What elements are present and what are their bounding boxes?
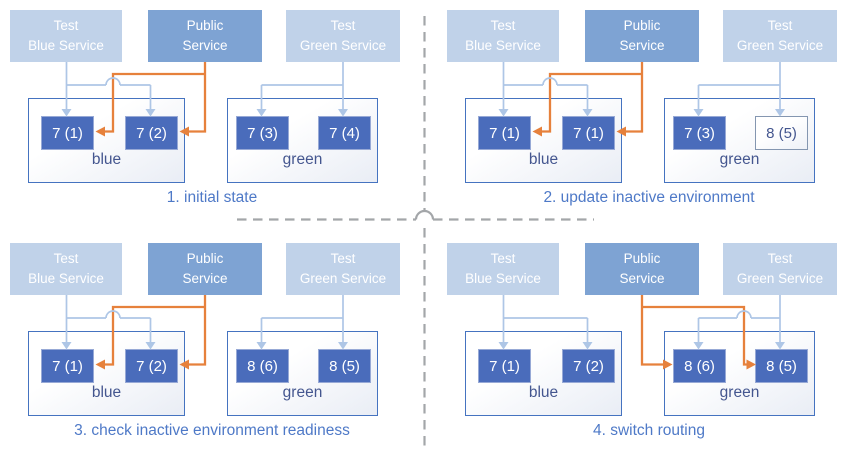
test-blue-service-box: Test Blue Service [447, 243, 559, 295]
test-green-service-box: Test Green Service [723, 10, 837, 62]
pod-label: 8 (5) [766, 357, 797, 375]
environment-name: blue [91, 151, 122, 168]
public-service-box: Public Service [585, 10, 699, 62]
test-blue-service-box: Test Blue Service [10, 10, 122, 62]
service-label: Test Blue Service [465, 17, 541, 53]
service-label: Test Blue Service [28, 17, 104, 53]
panel-caption: 2. update inactive environment [543, 189, 755, 206]
pod-label: 8 (5) [766, 124, 797, 142]
environment-name: blue [528, 151, 559, 168]
pod-green-1: 7 (3) [673, 116, 726, 150]
pod-green-1: 8 (6) [236, 349, 289, 383]
test-green-service-box: Test Green Service [723, 243, 837, 295]
test-green-service-box: Test Green Service [286, 10, 400, 62]
pod-blue-1: 7 (1) [41, 349, 94, 383]
service-label: Test Green Service [299, 17, 387, 53]
blue-environment-box: 7 (1) 7 (2) blue [28, 98, 185, 183]
green-environment-box: 8 (6) 8 (5) green [227, 331, 378, 416]
test-green-service-box: Test Green Service [286, 243, 400, 295]
public-service-box: Public Service [148, 10, 262, 62]
pod-label: 7 (4) [329, 124, 360, 142]
environment-name: green [719, 151, 760, 168]
pod-blue-2: 7 (2) [125, 116, 178, 150]
pod-green-2: 8 (5) [318, 349, 371, 383]
pod-green-1: 7 (3) [236, 116, 289, 150]
service-label: Test Green Service [736, 250, 824, 286]
service-label: Test Blue Service [465, 250, 541, 286]
service-label: Test Green Service [736, 17, 824, 53]
environment-name: green [719, 384, 760, 401]
pod-label: 7 (1) [52, 357, 83, 375]
pod-label: 7 (1) [573, 124, 604, 142]
service-label: Public Service [182, 250, 228, 286]
pod-label: 8 (6) [684, 357, 715, 375]
pod-label: 8 (5) [329, 357, 360, 375]
pod-label: 7 (1) [52, 124, 83, 142]
pod-label: 7 (1) [489, 124, 520, 142]
pod-label: 7 (3) [247, 124, 278, 142]
service-label: Test Blue Service [28, 250, 104, 286]
panel-1-initial-state: Test Blue Service Public Service Test Gr… [0, 0, 424, 228]
pod-blue-2: 7 (1) [562, 116, 615, 150]
pod-green-2: 7 (4) [318, 116, 371, 150]
environment-name: green [282, 384, 323, 401]
service-label: Public Service [182, 17, 228, 53]
blue-environment-box: 7 (1) 7 (2) blue [28, 331, 185, 416]
pod-green-2: 8 (5) [755, 349, 808, 383]
green-environment-box: 8 (6) 8 (5) green [664, 331, 815, 416]
test-blue-service-box: Test Blue Service [10, 243, 122, 295]
service-label: Public Service [619, 17, 665, 53]
pod-label: 7 (1) [489, 357, 520, 375]
test-blue-service-box: Test Blue Service [447, 10, 559, 62]
pod-green-2-new-version: 8 (5) [755, 116, 808, 150]
pod-blue-1: 7 (1) [478, 349, 531, 383]
pod-green-1: 8 (6) [673, 349, 726, 383]
service-label: Public Service [619, 250, 665, 286]
blue-environment-box: 7 (1) 7 (2) blue [465, 331, 622, 416]
pod-label: 7 (2) [136, 124, 167, 142]
green-environment-box: 7 (3) 8 (5) green [664, 98, 815, 183]
green-environment-box: 7 (3) 7 (4) green [227, 98, 378, 183]
panel-2-update-inactive-environment: Test Blue Service Public Service Test Gr… [437, 0, 848, 228]
panel-4-switch-routing: Test Blue Service Public Service Test Gr… [437, 233, 848, 456]
pod-blue-1: 7 (1) [41, 116, 94, 150]
panel-caption: 3. check inactive environment readiness [74, 422, 350, 439]
pod-label: 7 (2) [573, 357, 604, 375]
environment-name: green [282, 151, 323, 168]
pod-label: 8 (6) [247, 357, 278, 375]
environment-name: blue [528, 384, 559, 401]
pod-blue-1: 7 (1) [478, 116, 531, 150]
blue-environment-box: 7 (1) 7 (1) blue [465, 98, 622, 183]
panel-3-check-inactive-environment-readiness: Test Blue Service Public Service Test Gr… [0, 233, 424, 456]
pod-blue-2: 7 (2) [562, 349, 615, 383]
service-label: Test Green Service [299, 250, 387, 286]
public-service-box: Public Service [148, 243, 262, 295]
panel-caption: 1. initial state [166, 189, 258, 206]
public-service-box: Public Service [585, 243, 699, 295]
pod-label: 7 (2) [136, 357, 167, 375]
pod-blue-2: 7 (2) [125, 349, 178, 383]
environment-name: blue [91, 384, 122, 401]
pod-label: 7 (3) [684, 124, 715, 142]
panel-caption: 4. switch routing [593, 422, 705, 439]
